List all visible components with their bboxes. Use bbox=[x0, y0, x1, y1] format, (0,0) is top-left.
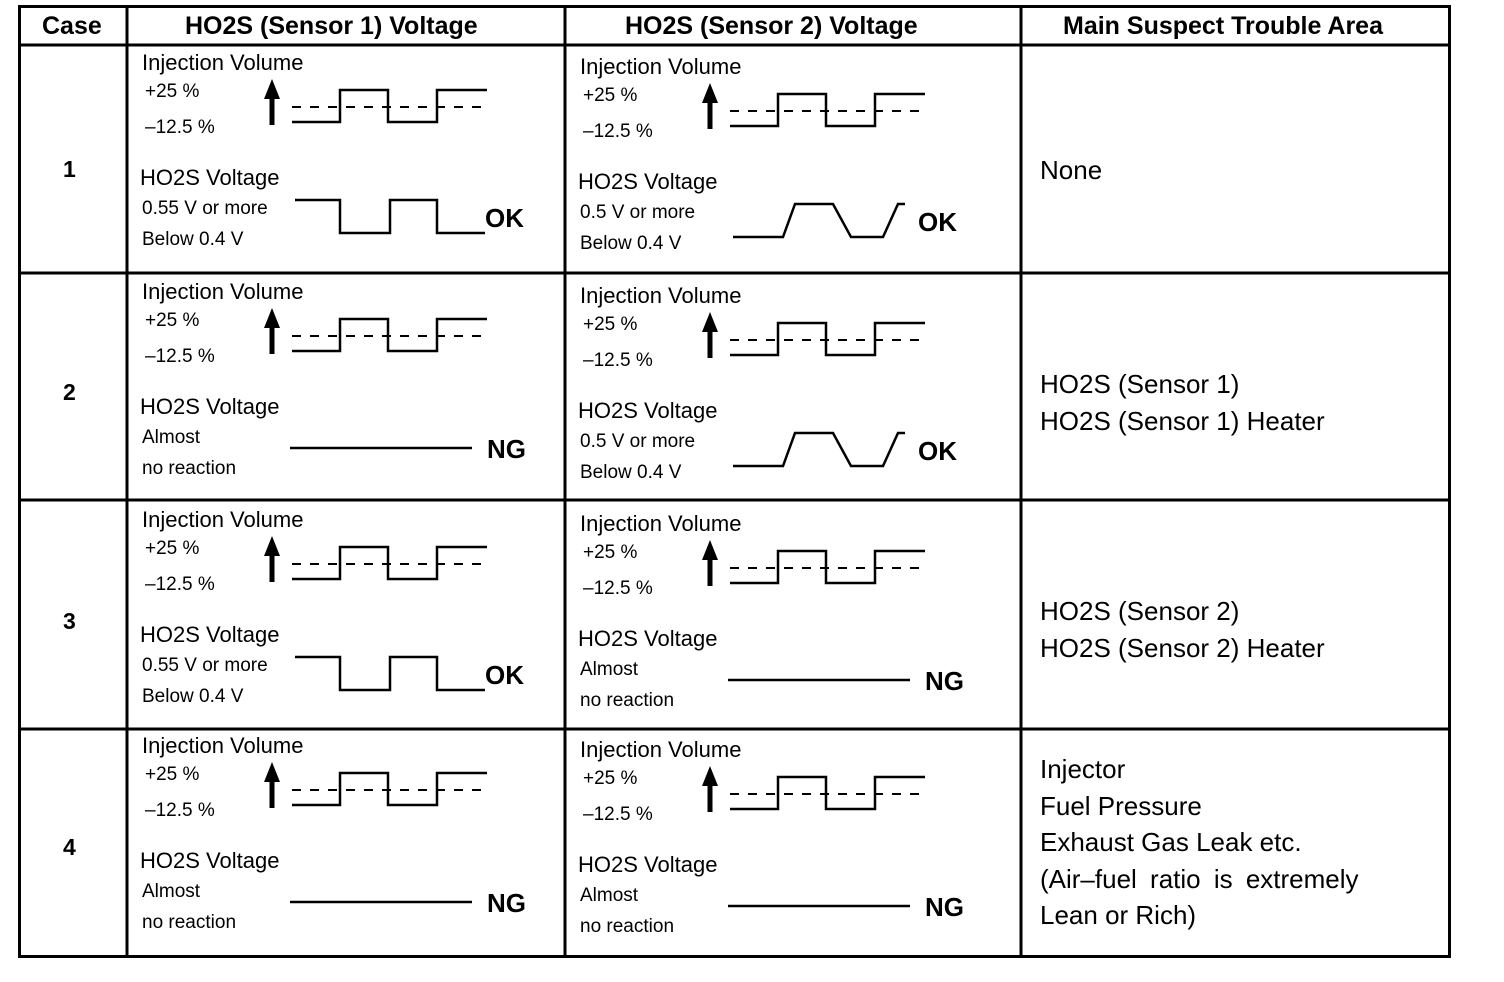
voltage-high-label: 0.5 V or more bbox=[580, 202, 696, 223]
result-label: OK bbox=[918, 207, 957, 237]
ho2s-voltage-label: HO2S Voltage bbox=[578, 398, 718, 423]
ho2s-voltage-label: HO2S Voltage bbox=[578, 626, 718, 651]
result-label: OK bbox=[485, 660, 524, 690]
trouble-area-line: HO2S (Sensor 2) bbox=[1040, 596, 1240, 626]
plus-label: +25 % bbox=[145, 81, 200, 102]
plus-label: +25 % bbox=[583, 542, 638, 563]
case-number: 3 bbox=[63, 608, 76, 634]
voltage-low-label: Below 0.4 V bbox=[580, 462, 682, 483]
voltage-high-label: Almost bbox=[580, 885, 639, 906]
result-label: NG bbox=[487, 888, 526, 918]
injection-volume-label: Injection Volume bbox=[580, 511, 742, 536]
case-number: 1 bbox=[63, 156, 76, 182]
ho2s-voltage-waveform bbox=[733, 431, 905, 468]
ho2s-voltage-waveform bbox=[295, 198, 485, 235]
injection-volume-label: Injection Volume bbox=[580, 54, 742, 79]
trouble-area-line: Exhaust Gas Leak etc. bbox=[1040, 827, 1302, 857]
result-label: NG bbox=[925, 892, 964, 922]
voltage-high-label: 0.55 V or more bbox=[142, 198, 268, 219]
result-label: OK bbox=[918, 436, 957, 466]
up-arrow-icon bbox=[264, 536, 280, 556]
minus-label: –12.5 % bbox=[145, 117, 215, 138]
minus-label: –12.5 % bbox=[145, 800, 215, 821]
result-label: OK bbox=[485, 203, 524, 233]
ho2s-voltage-label: HO2S Voltage bbox=[578, 852, 718, 877]
plus-label: +25 % bbox=[583, 85, 638, 106]
plus-label: +25 % bbox=[145, 310, 200, 331]
case-number: 2 bbox=[63, 379, 76, 405]
voltage-low-label: no reaction bbox=[142, 912, 237, 933]
up-arrow-icon bbox=[702, 312, 718, 332]
voltage-high-label: Almost bbox=[142, 881, 201, 902]
table-border bbox=[18, 5, 1451, 958]
ho2s-voltage-label: HO2S Voltage bbox=[140, 165, 280, 190]
plus-label: +25 % bbox=[145, 764, 200, 785]
ho2s-voltage-label: HO2S Voltage bbox=[578, 169, 718, 194]
voltage-low-label: Below 0.4 V bbox=[580, 233, 682, 254]
voltage-high-label: Almost bbox=[580, 659, 639, 680]
injection-volume-label: Injection Volume bbox=[142, 50, 304, 75]
voltage-low-label: Below 0.4 V bbox=[142, 686, 244, 707]
header-area: Main Suspect Trouble Area bbox=[1063, 12, 1383, 40]
minus-label: –12.5 % bbox=[583, 804, 653, 825]
plus-label: +25 % bbox=[583, 314, 638, 335]
trouble-area-line: HO2S (Sensor 1) bbox=[1040, 369, 1240, 399]
ho2s-voltage-waveform bbox=[733, 202, 905, 239]
minus-label: –12.5 % bbox=[583, 121, 653, 142]
up-arrow-icon bbox=[264, 762, 280, 782]
minus-label: –12.5 % bbox=[145, 574, 215, 595]
trouble-area-line: HO2S (Sensor 1) Heater bbox=[1040, 405, 1325, 436]
plus-label: +25 % bbox=[583, 768, 638, 789]
injection-volume-label: Injection Volume bbox=[580, 283, 742, 308]
up-arrow-icon bbox=[702, 540, 718, 560]
trouble-area-line: Injector bbox=[1040, 754, 1126, 784]
minus-label: –12.5 % bbox=[145, 346, 215, 367]
ho2s-voltage-label: HO2S Voltage bbox=[140, 394, 280, 419]
ho2s-voltage-label: HO2S Voltage bbox=[140, 622, 280, 647]
header-sensor1: HO2S (Sensor 1) Voltage bbox=[185, 12, 478, 40]
header-sensor2: HO2S (Sensor 2) Voltage bbox=[625, 12, 918, 40]
injection-volume-label: Injection Volume bbox=[142, 279, 304, 304]
trouble-area-line: (Air–fuel ratio is extremely bbox=[1040, 863, 1359, 894]
case-number: 4 bbox=[63, 834, 76, 860]
injection-volume-label: Injection Volume bbox=[580, 737, 742, 762]
trouble-area-line: Fuel Pressure bbox=[1040, 790, 1202, 821]
ho2s-voltage-waveform bbox=[295, 655, 485, 692]
voltage-low-label: no reaction bbox=[142, 458, 237, 479]
up-arrow-icon bbox=[702, 766, 718, 786]
injection-volume-label: Injection Volume bbox=[142, 507, 304, 532]
result-label: NG bbox=[487, 434, 526, 464]
trouble-area-line: Lean or Rich) bbox=[1040, 900, 1197, 930]
voltage-high-label: Almost bbox=[142, 427, 201, 448]
up-arrow-icon bbox=[264, 79, 280, 99]
result-label: NG bbox=[925, 666, 964, 696]
up-arrow-icon bbox=[702, 83, 718, 103]
voltage-low-label: no reaction bbox=[580, 916, 675, 937]
minus-label: –12.5 % bbox=[583, 578, 653, 599]
up-arrow-icon bbox=[264, 308, 280, 328]
plus-label: +25 % bbox=[145, 538, 200, 559]
voltage-low-label: Below 0.4 V bbox=[142, 229, 244, 250]
ho2s-voltage-label: HO2S Voltage bbox=[140, 848, 280, 873]
voltage-high-label: 0.5 V or more bbox=[580, 431, 696, 452]
voltage-low-label: no reaction bbox=[580, 690, 675, 711]
trouble-area-line: None bbox=[1040, 155, 1103, 185]
minus-label: –12.5 % bbox=[583, 350, 653, 371]
trouble-area-line: HO2S (Sensor 2) Heater bbox=[1040, 632, 1325, 663]
voltage-high-label: 0.55 V or more bbox=[142, 655, 268, 676]
injection-volume-label: Injection Volume bbox=[142, 733, 304, 758]
header-case: Case bbox=[42, 12, 102, 40]
